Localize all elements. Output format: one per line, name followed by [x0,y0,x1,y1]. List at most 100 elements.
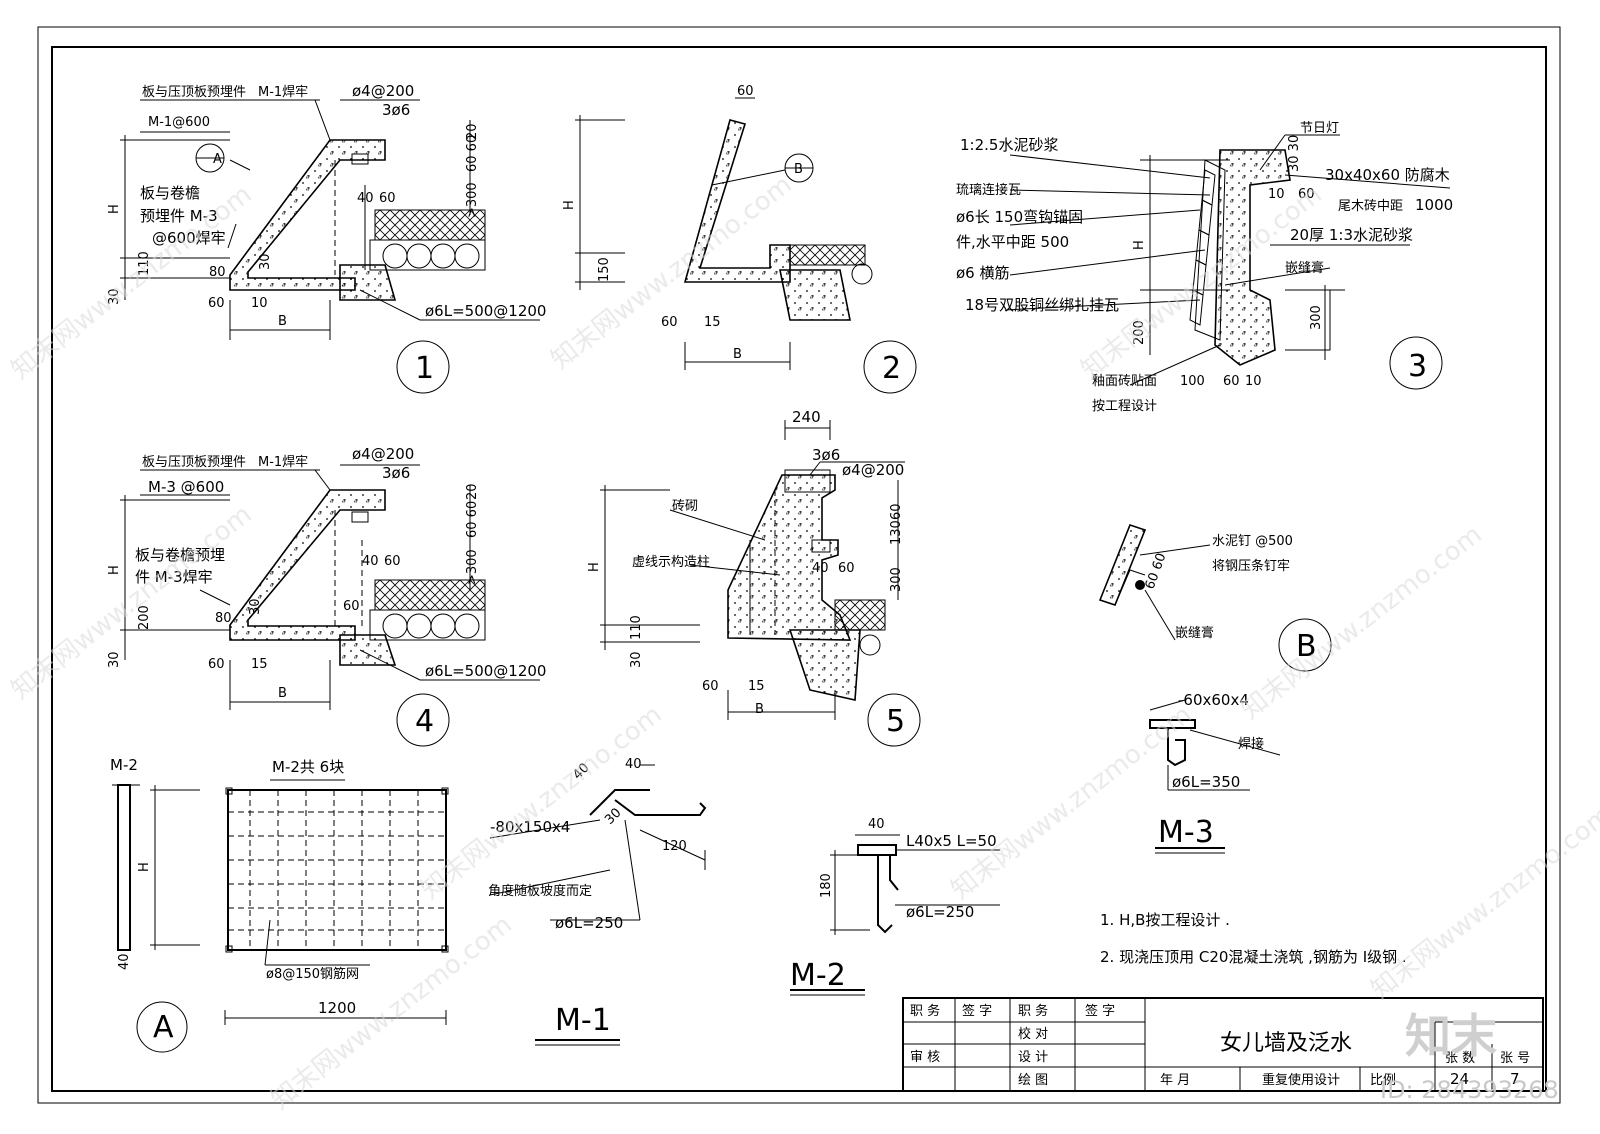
d5-dim-15: 15 [748,679,765,694]
d3-dim-100: 100 [1180,374,1205,389]
tb-cell-reuse: 重复使用设计 [1262,1072,1340,1088]
d4-dim-b: B [278,686,287,701]
d4-roll-2: 件 M-3焊牢 [135,568,213,586]
d3-dim-300: 300 [1309,305,1324,330]
d5-dim-60b: 60 [889,503,904,520]
watermark-logo: 知末 [1405,1009,1497,1063]
d4-dim-6060: 60 60 [465,501,480,538]
d2-dim-15: 15 [704,315,721,330]
d3-wire: 18号双股铜丝绑扎挂瓦 [965,296,1119,314]
d1-m1-weld: M-1焊牢 [258,84,308,100]
d1-dim-b: B [278,314,287,329]
detail-a-marker: A [153,1010,174,1045]
d3-sealant: 嵌缝膏 [1285,260,1324,276]
d3-glass-tile: 琉璃连接瓦 [956,182,1021,198]
m3-plate: -60x60x4 [1178,691,1249,709]
d1-3phi6: 3ø6 [382,101,410,119]
tb-cell-check: 校 对 [1018,1026,1048,1042]
d3-dim-h: H [1132,240,1147,250]
a-m2-count: M-2共 6块 [272,758,344,776]
d2-dim-60: 60 [737,84,754,99]
d3-tile-1: 釉面砖贴面 [1092,374,1157,389]
d4-dim-200: 200 [137,605,152,630]
d4-phi6: ø6L=500@1200 [425,662,546,680]
d1-dim-10: 10 [251,296,268,311]
d1-roll-2: 预埋件 M-3 [140,207,218,225]
detail-m3 [1149,699,1281,854]
d5-dim-b: B [755,702,764,717]
watermark-7: 知末网www.znzmo.com [1366,800,1600,1006]
detail-4 [120,464,540,747]
d1-dim-110: 110 [137,251,152,276]
b-sealant: 嵌缝膏 [1175,625,1214,641]
d1-dim-30b: 30 [258,253,273,270]
d4-m3-spacing: M-3 @600 [148,478,224,496]
detail-2-number: 2 [882,351,901,386]
d3-mortar20: 20厚 1:3水泥砂浆 [1290,226,1413,244]
m2-angle: L40x5 L=50 [906,832,997,850]
watermark-9: 知末网www.znzmo.com [1236,520,1488,726]
watermark-id: ID: 284393268 [1380,1076,1559,1104]
d1-dim-60: 60 [208,296,225,311]
d4-roll-1: 板与卷檐预埋 [135,546,225,564]
d3-dim-10: 10 [1268,187,1285,202]
d5-dim-60c: 60 [702,679,719,694]
detail-m2 [790,834,1000,996]
tb-cell-sign-1: 签 字 [962,1003,992,1019]
b-nail-2: 将钢压条钉牢 [1212,558,1290,574]
tb-cell-duty-1: 职 务 [910,1003,940,1019]
detail-a [112,779,449,1053]
d4-dim-80: 80 [215,611,232,626]
title-block [902,997,1544,1092]
m3-phi6: ø6L=350 [1172,773,1240,791]
detail-1-number: 1 [415,351,434,386]
d3-mortar: 1:2.5水泥砂浆 [960,136,1058,154]
d3-dim-200: 200 [1132,320,1147,345]
d5-dim-130: 130 [889,520,904,545]
callout-b-2: B [794,162,803,177]
d5-dim-240: 240 [792,408,821,426]
a-dim-1200: 1200 [318,999,356,1017]
note-1: 1. H,B按工程设计 . [1100,911,1230,929]
m2-title: M-2 [790,958,846,993]
d1-embed-label: 板与压顶板预埋件 [142,85,246,100]
d2-dim-150: 150 [597,257,612,282]
d4-embed-label: 板与压顶板预埋件 [142,455,246,470]
d5-dim-300: 300 [889,567,904,592]
d4-dim-60c: 60 [343,599,360,614]
tb-cell-draw: 绘 图 [1018,1073,1048,1088]
detail-2 [575,97,917,394]
a-dim-40: 40 [117,953,132,970]
d5-dim-60: 60 [838,561,855,576]
tb-cell-duty-2: 职 务 [1018,1003,1048,1019]
a-mesh: ø8@150钢筋网 [266,966,359,982]
d3-wood-2: 尾木砖中距 [1338,199,1403,214]
d3-dim-3030: 30 30 [1287,135,1302,172]
d1-dim-20: 20 [465,123,480,140]
tb-sheet-count: 24 [1450,1070,1469,1088]
inner-frame [51,46,1547,1092]
m1-angle: 角度随板坡度而定 [488,883,592,899]
m1-dim-120: 120 [662,839,687,854]
d4-dim-60b: 60 [384,554,401,569]
drawing-title: 女儿墙及泛水 [1220,1031,1352,1056]
outer-frame [37,26,1561,1104]
m1-dim-30: 30 [602,806,624,828]
tb-cell-date: 年 月 [1160,1073,1190,1088]
d5-dim-40: 40 [812,561,829,576]
d4-dim-60: 60 [208,657,225,672]
m3-title: M-3 [1158,815,1214,850]
m3-weld: 焊接 [1238,736,1264,752]
tb-cell-review: 审 核 [910,1050,940,1065]
d5-dashed-column: 虚线示构造柱 [632,555,710,570]
m1-dim-40b: 40 [625,757,642,772]
d3-wood-3: 1000 [1415,196,1453,214]
d4-m1-weld: M-1焊牢 [258,454,308,470]
m1-plate: -80x150x4 [490,818,570,836]
d4-dim-20: 20 [465,483,480,500]
watermark-5: 知末网www.znzmo.com [416,700,668,906]
detail-b-marker: B [1296,629,1317,664]
d4-dim-30: 30 [107,651,122,668]
d3-anchor-2: 件,水平中距 500 [956,233,1069,251]
detail-b [1098,524,1332,672]
